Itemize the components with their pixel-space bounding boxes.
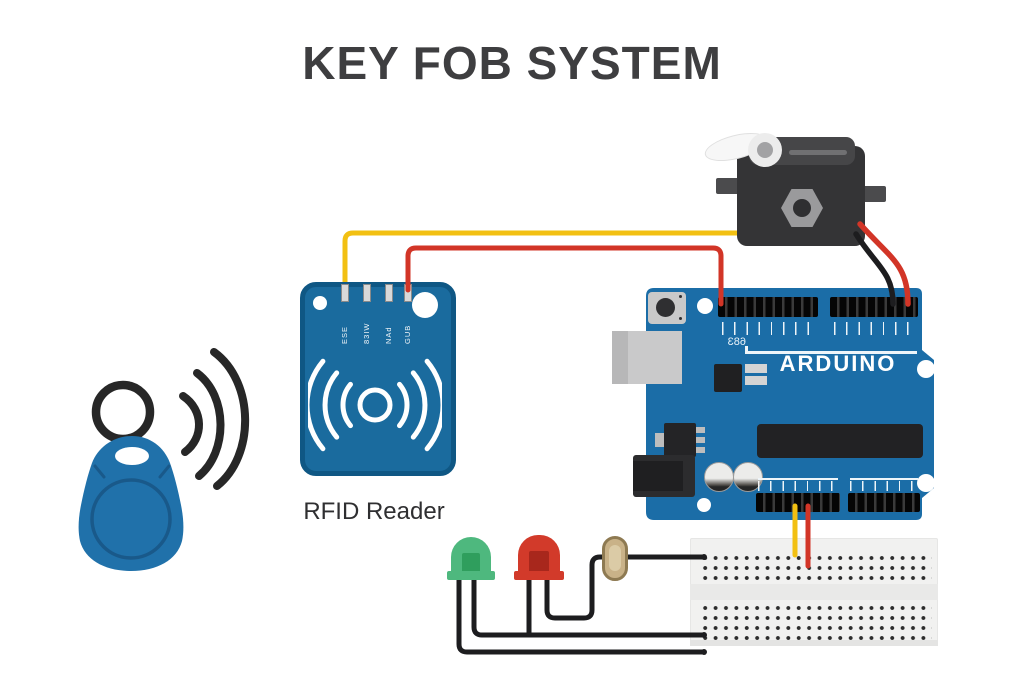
rfid-pin-label: 83IW bbox=[362, 322, 371, 344]
rfid-signal-symbol-icon bbox=[308, 358, 442, 452]
arduino-mount-hole bbox=[917, 474, 935, 492]
servo-top-slot bbox=[789, 150, 847, 155]
breadboard-holes-bottom bbox=[698, 600, 932, 640]
arduino-smd-component bbox=[745, 364, 767, 373]
arduino-regulator-pin bbox=[696, 447, 705, 453]
rfid-mount-hole bbox=[313, 296, 327, 310]
rfid-pin-label: NAd bbox=[384, 326, 393, 344]
arduino-header-bottom-left bbox=[756, 493, 840, 512]
arduino-pin-labels-bottom-left bbox=[758, 481, 838, 491]
servo-mount-tab bbox=[862, 186, 886, 202]
arduino-pin-labels-top-right bbox=[834, 322, 914, 335]
rfid-pin-label: GUB bbox=[403, 324, 412, 344]
arduino-silkscreen-line bbox=[758, 478, 838, 480]
rfid-mount-hole bbox=[412, 292, 438, 318]
servo-horn-hub-center bbox=[757, 142, 773, 158]
arduino-silkscreen-tick bbox=[745, 346, 748, 354]
rfid-pin-1 bbox=[341, 284, 349, 302]
red-led-flange bbox=[514, 571, 564, 580]
arduino-pin-labels-top-left bbox=[722, 322, 818, 335]
arduino-header-top-right bbox=[830, 297, 918, 317]
arduino-mount-hole bbox=[917, 360, 935, 378]
arduino-regulator-pin bbox=[696, 437, 705, 443]
arduino-reset-button-cap bbox=[656, 298, 675, 317]
rfid-pin-4 bbox=[404, 284, 412, 302]
arduino-smd-component bbox=[745, 376, 767, 385]
key-ring-icon bbox=[91, 380, 155, 444]
breadboard-bottom-edge bbox=[690, 640, 938, 646]
rfid-pin-label: ESE bbox=[340, 325, 349, 344]
arduino-brand-text: ARDUINO bbox=[779, 351, 897, 376]
arduino-power-jack-inner bbox=[633, 461, 683, 491]
arduino-voltage-regulator bbox=[664, 423, 696, 457]
arduino-chip-small bbox=[714, 364, 742, 392]
arduino-silkscreen-line bbox=[850, 478, 918, 480]
arduino-regulator-tab bbox=[655, 433, 664, 447]
arduino-header-bottom-right bbox=[848, 493, 920, 512]
wire-rfid-to-servo-yellow bbox=[342, 230, 765, 293]
arduino-reset-dot bbox=[679, 317, 682, 320]
key-fob-ridge bbox=[90, 478, 172, 560]
rfid-pin-3 bbox=[385, 284, 393, 302]
arduino-silkscreen-number: 683 bbox=[727, 336, 746, 348]
rfid-pin-2 bbox=[363, 284, 371, 302]
servo-mount-tab bbox=[716, 178, 740, 194]
arduino-mount-hole bbox=[697, 298, 713, 314]
servo-hex-nut-hole bbox=[793, 199, 811, 217]
rfid-reader-caption: RFID Reader bbox=[303, 498, 445, 525]
breadboard-center-gap bbox=[690, 584, 938, 600]
arduino-regulator-pin bbox=[696, 427, 705, 433]
arduino-mount-hole bbox=[697, 498, 711, 512]
arduino-reset-dot bbox=[679, 295, 682, 298]
arduino-mcu-chip bbox=[757, 424, 923, 458]
key-fob-icon bbox=[78, 436, 184, 571]
key-fob-detail-lines bbox=[93, 464, 171, 479]
breadboard-holes-top bbox=[698, 550, 932, 580]
arduino-header-top-left bbox=[718, 297, 818, 317]
page-title: KEY FOB SYSTEM bbox=[302, 37, 722, 89]
green-led-flange bbox=[447, 571, 495, 580]
arduino-capacitor bbox=[704, 462, 734, 492]
red-led-core bbox=[529, 551, 549, 577]
arduino-usb-front bbox=[612, 331, 628, 384]
fuse-component-core bbox=[609, 545, 621, 571]
arduino-silkscreen-line bbox=[745, 351, 917, 354]
key-fob-hole bbox=[115, 447, 149, 465]
signal-waves-icon bbox=[179, 348, 250, 490]
arduino-pin-labels-bottom-right bbox=[850, 481, 918, 491]
